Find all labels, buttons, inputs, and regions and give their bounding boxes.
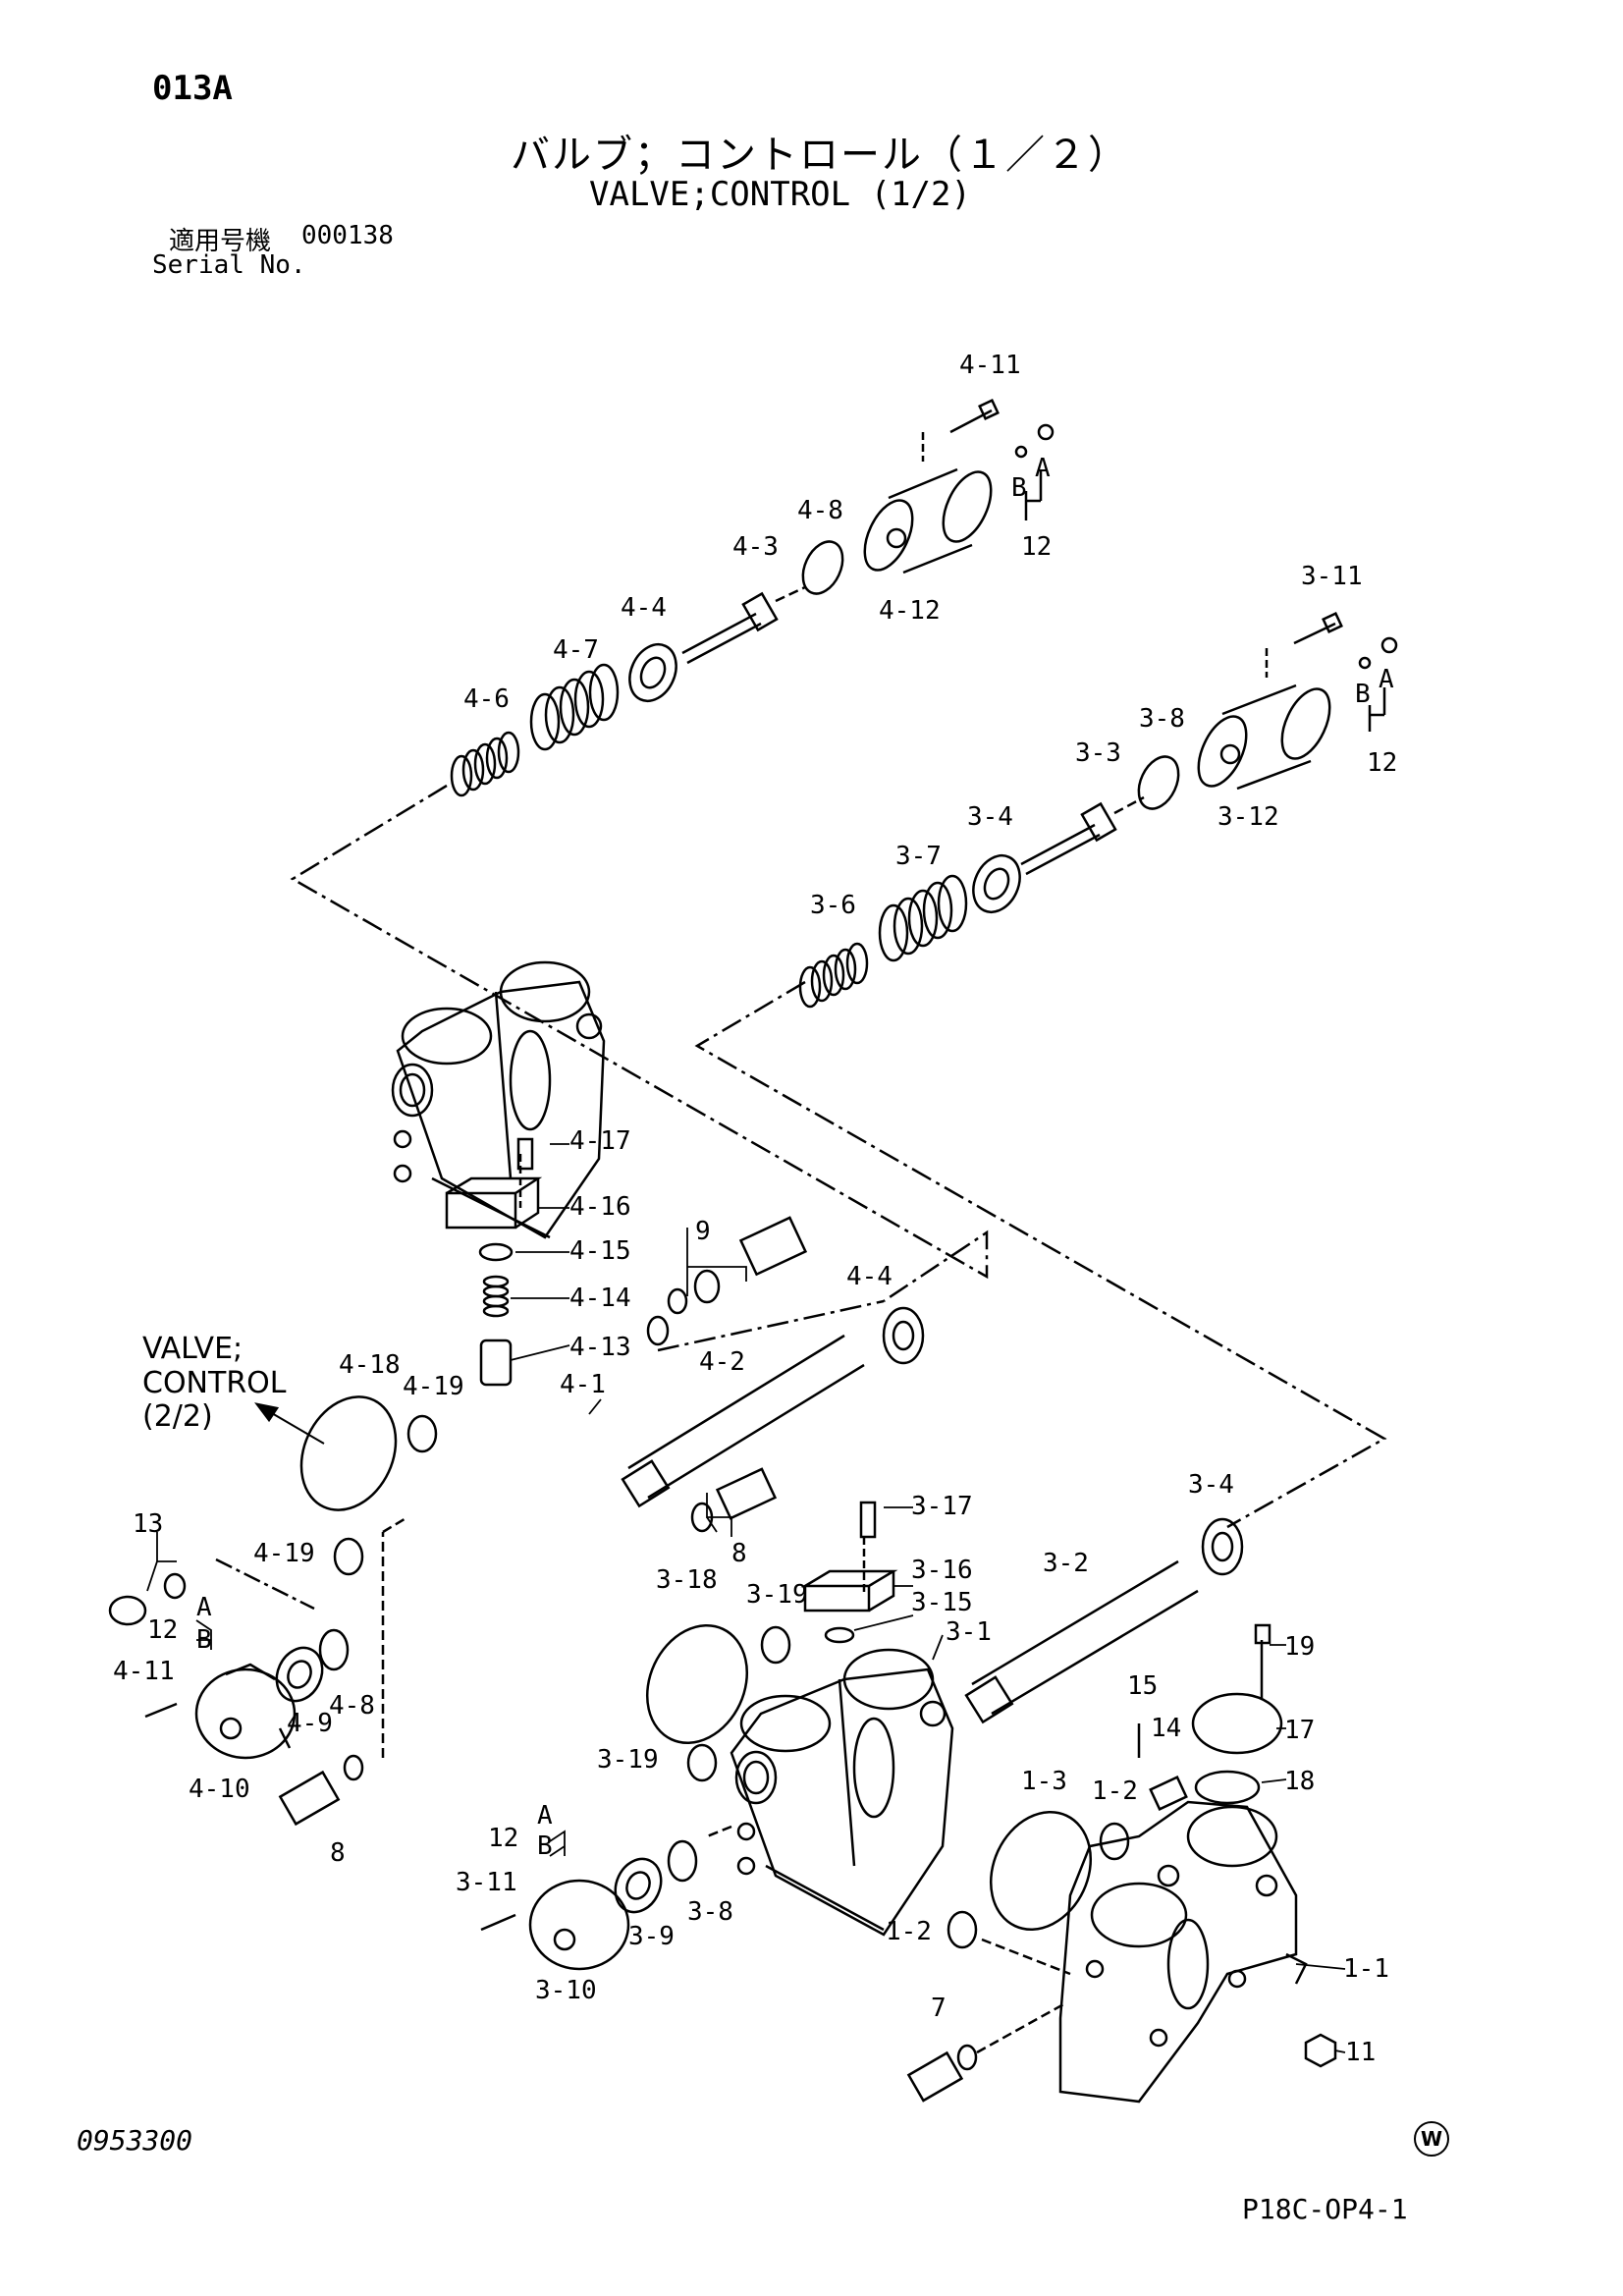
serial-label-english: Serial No. (152, 250, 306, 280)
callout-7: 7 (931, 1994, 947, 2023)
callout-4-18: 4-18 (339, 1350, 401, 1380)
callout-3-7: 3-7 (895, 842, 942, 871)
callout-labels: 4-11 4-8 4-3 4-12 4-4 4-7 4-6 B A 12 3-1… (113, 351, 1397, 2067)
callout-4-3: 4-3 (732, 532, 779, 562)
callout-12-1: 12 (1021, 532, 1052, 562)
callout-4-14: 4-14 (569, 1284, 631, 1313)
callout-8-mid: 8 (731, 1539, 747, 1568)
middle-spring-assembly-3 (798, 612, 1398, 1009)
callout-4-17: 4-17 (569, 1126, 631, 1156)
valve-section-3-1 (480, 1501, 1244, 1971)
callout-4-12: 4-12 (879, 596, 941, 626)
callout-A-low: A (537, 1801, 553, 1831)
callout-4-11-left: 4-11 (113, 1657, 175, 1686)
callout-18: 18 (1284, 1767, 1315, 1796)
valve-reference-line-2: CONTROL (142, 1366, 287, 1400)
callout-1-2-b: 1-2 (886, 1917, 932, 1946)
serial-label-japanese: 適用号機 (169, 227, 272, 256)
leader-lines (146, 1143, 1346, 2053)
callout-12-low: 12 (488, 1824, 518, 1853)
callout-A-left: A (196, 1593, 212, 1622)
valve-control-reference: VALVE; CONTROL (2/2) (142, 1332, 287, 1434)
callout-3-17: 3-17 (911, 1492, 973, 1521)
callout-3-10: 3-10 (535, 1976, 597, 2005)
title-japanese: バルブ；コントロール（１／２） (511, 133, 1129, 178)
inlet-section-1-1 (906, 1623, 1337, 2104)
callout-4-13: 4-13 (569, 1333, 631, 1362)
callout-3-6: 3-6 (810, 891, 856, 920)
callout-15: 15 (1127, 1671, 1158, 1701)
callout-4-19-a: 4-19 (403, 1372, 464, 1401)
callout-13: 13 (133, 1509, 163, 1539)
upper-spring-assembly-4 (450, 399, 1055, 797)
callout-3-4-mid: 3-4 (1188, 1470, 1234, 1500)
callout-3-4: 3-4 (967, 802, 1013, 832)
callout-4-6: 4-6 (463, 684, 510, 714)
callout-4-8-left: 4-8 (329, 1691, 375, 1721)
callout-1-2-a: 1-2 (1092, 1777, 1138, 1806)
callout-3-12: 3-12 (1217, 802, 1279, 832)
callout-1-3: 1-3 (1021, 1767, 1067, 1796)
callout-11: 11 (1345, 2038, 1376, 2067)
callout-3-1: 3-1 (946, 1617, 992, 1647)
callout-3-8: 3-8 (1139, 704, 1185, 734)
callout-3-19-a: 3-19 (746, 1580, 808, 1610)
callout-3-9: 3-9 (628, 1922, 675, 1951)
page-code: 013A (152, 69, 233, 108)
callout-4-2: 4-2 (699, 1347, 745, 1377)
callout-3-2: 3-2 (1043, 1549, 1089, 1578)
callout-3-16: 3-16 (911, 1556, 973, 1585)
callout-12-left: 12 (147, 1615, 178, 1645)
callout-3-11: 3-11 (1301, 562, 1363, 591)
callout-3-18: 3-18 (656, 1565, 718, 1595)
figure-code: P18C-OP4-1 (1242, 2193, 1408, 2225)
callout-9: 9 (695, 1217, 711, 1246)
callout-1-1: 1-1 (1343, 1954, 1389, 1984)
callout-4-16: 4-16 (569, 1192, 631, 1222)
callout-3-8-low: 3-8 (687, 1897, 733, 1927)
callout-19: 19 (1284, 1632, 1315, 1662)
serial-number-value: 000138 (301, 221, 394, 250)
valve-reference-line-1: VALVE; (142, 1332, 243, 1366)
callout-4-9: 4-9 (287, 1709, 333, 1738)
callout-4-10: 4-10 (189, 1775, 250, 1804)
callout-14: 14 (1151, 1714, 1181, 1743)
callout-4-11: 4-11 (959, 351, 1021, 380)
callout-B-low: B (537, 1831, 553, 1861)
callout-3-19-b: 3-19 (597, 1745, 659, 1775)
callout-B-1: B (1011, 473, 1027, 503)
callout-12-2: 12 (1367, 748, 1397, 778)
callout-4-19-b: 4-19 (253, 1539, 315, 1568)
callout-A-2: A (1379, 665, 1394, 694)
callout-3-11-low: 3-11 (456, 1868, 517, 1897)
callout-A-1: A (1035, 454, 1051, 483)
callout-4-1: 4-1 (560, 1370, 606, 1399)
callout-17: 17 (1284, 1716, 1315, 1745)
connector-lines (290, 784, 1387, 1529)
callout-4-15: 4-15 (569, 1236, 631, 1266)
document-number: 0953300 (77, 2124, 193, 2157)
w-circle-mark: W (1414, 2121, 1449, 2157)
valve-reference-line-3: (2/2) (142, 1399, 213, 1434)
callout-8-left: 8 (330, 1838, 346, 1868)
title-english: VALVE;CONTROL (1/2) (589, 175, 971, 214)
callout-4-7: 4-7 (553, 635, 599, 665)
callout-3-3: 3-3 (1075, 738, 1121, 768)
callout-3-15: 3-15 (911, 1588, 973, 1617)
callout-B-2: B (1355, 680, 1371, 709)
callout-4-4-mid: 4-4 (846, 1262, 893, 1291)
callout-4-4: 4-4 (621, 593, 667, 623)
callout-B-left: B (196, 1625, 212, 1655)
reference-arrow (254, 1402, 325, 1445)
callout-4-8: 4-8 (797, 496, 843, 525)
